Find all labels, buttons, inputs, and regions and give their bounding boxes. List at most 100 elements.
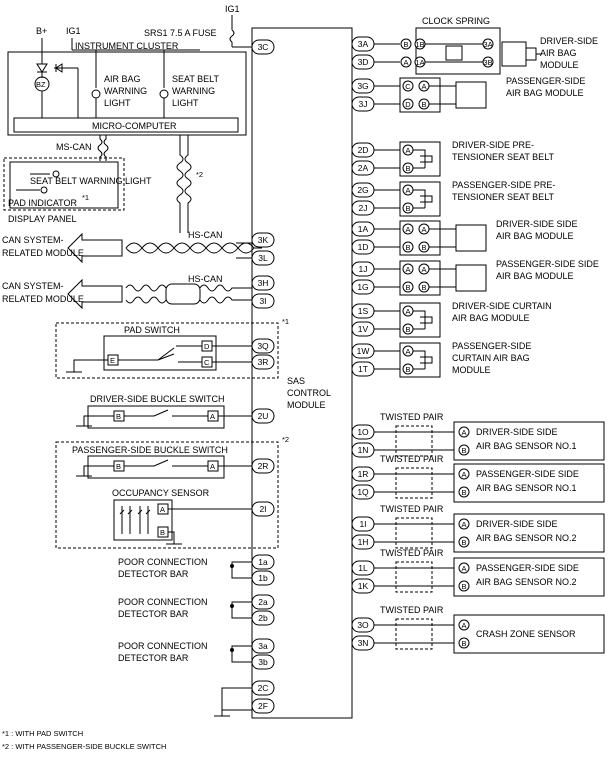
pin-label: 1I xyxy=(359,519,366,529)
footnote-1: *1 : WITH PAD SWITCH xyxy=(2,729,83,738)
module-name-1: SAS xyxy=(287,376,305,386)
pad-pin-e: E xyxy=(110,356,115,365)
pass-buckle-pin-a: A xyxy=(210,462,215,471)
pin-1I: 1I xyxy=(351,516,400,532)
ms-can-label: MS-CAN xyxy=(56,142,92,152)
airbag-light-line3: LIGHT xyxy=(104,98,131,108)
pin-3R: 3R xyxy=(251,354,275,370)
can-mod2-line1: CAN SYSTEM- xyxy=(2,281,64,291)
driver-airbag-label-1: AIR BAG xyxy=(540,48,577,58)
micro-computer-label: MICRO-COMPUTER xyxy=(92,121,177,131)
device-label-1: TENSIONER SEAT BELT xyxy=(452,192,555,202)
pin-label: 3D xyxy=(358,57,369,67)
pin-label: A xyxy=(405,186,410,195)
twisted-pair-label: TWISTED PAIR xyxy=(380,504,444,514)
pin-label: 1W xyxy=(357,346,370,356)
pin-label: A xyxy=(461,470,466,479)
pin-label: B xyxy=(405,243,410,252)
pin-3H: 3H xyxy=(251,275,275,291)
pin-label: B xyxy=(405,164,410,173)
pin-label: 1G xyxy=(357,282,368,292)
poor-line2: DETECTOR BAR xyxy=(118,569,189,579)
bz-label: BZ xyxy=(36,80,46,89)
pin-2C: 2C xyxy=(251,680,275,696)
airbag-warning-light-icon xyxy=(91,89,101,99)
display-seatbelt-light: SEAT BELT WARNING LIGHT xyxy=(30,176,152,186)
poor-line2: DETECTOR BAR xyxy=(118,609,189,619)
pin-label: A xyxy=(461,621,466,630)
twisted-pair-label: TWISTED PAIR xyxy=(380,605,444,615)
pin-label: 1D xyxy=(358,242,369,252)
pin-label: 3A xyxy=(483,40,492,49)
seatbelt-light-line2: WARNING xyxy=(172,86,215,96)
occupancy-sensor-box xyxy=(113,499,173,541)
pin-label: 3Q xyxy=(257,341,269,351)
pin-label: 2A xyxy=(358,163,369,173)
pin-2a: 2a xyxy=(251,594,275,610)
pass-buckle-pin-b: B xyxy=(116,462,121,471)
pin-3G: 3G xyxy=(351,78,400,94)
pin-label: 2F xyxy=(258,701,268,711)
pin-3b: 3b xyxy=(251,654,275,670)
pin-3N: 3N xyxy=(351,635,400,651)
pin-1W: 1W xyxy=(351,343,400,359)
poor-connection-bar-1: POOR CONNECTION DETECTOR BAR xyxy=(118,597,252,619)
sensor-label-1: AIR BAG SENSOR NO.1 xyxy=(476,483,577,493)
pin-label: A xyxy=(421,225,426,234)
ig1-top-label: IG1 xyxy=(225,4,240,14)
pin-1G: 1G xyxy=(351,279,400,295)
occupancy-pin-a: A xyxy=(160,505,165,514)
pin-label: A xyxy=(461,520,466,529)
device-label-0: DRIVER-SIDE PRE- xyxy=(452,140,534,150)
hs-can-2-label: HS-CAN xyxy=(188,274,223,284)
can-mod1-line1: CAN SYSTEM- xyxy=(2,235,64,245)
pin-3A: 3A xyxy=(351,36,400,52)
pin-1S: 1S xyxy=(351,303,400,319)
poor-line1: POOR CONNECTION xyxy=(118,641,208,651)
poor-line1: POOR CONNECTION xyxy=(118,597,208,607)
pin-1b: 1b xyxy=(251,570,275,586)
device-label-1: AIR BAG MODULE xyxy=(496,271,574,281)
pin-label: 2C xyxy=(258,683,269,693)
pin-label: 1b xyxy=(258,573,268,583)
pad-switch-ref: *1 xyxy=(282,317,289,326)
device-label-1: CURTAIN AIR BAG xyxy=(452,353,530,363)
pin-label: B xyxy=(421,283,426,292)
pin-2R: 2R xyxy=(251,458,275,474)
driver-airbag-label-2: MODULE xyxy=(540,60,579,70)
pin-label: 1B xyxy=(415,40,424,49)
pin-3a: 3a xyxy=(251,638,275,654)
pin-label: 2J xyxy=(359,203,368,213)
can-mod1-line2: RELATED MODULE xyxy=(2,248,84,258)
pin-label: 3A xyxy=(358,39,369,49)
can-mod2-line2: RELATED MODULE xyxy=(2,294,84,304)
pad-switch-title: PAD SWITCH xyxy=(124,325,180,335)
sensor-label-1: AIR BAG SENSOR NO.2 xyxy=(476,533,577,543)
pin-2A: 2A xyxy=(351,160,400,176)
pin-label: 3R xyxy=(258,357,269,367)
pin-label: 3B xyxy=(483,58,492,67)
pin-label: 1R xyxy=(358,469,369,479)
pin-label: 3L xyxy=(258,253,268,263)
pin-1H: 1H xyxy=(351,534,400,550)
display-seatbelt-ref: *2 xyxy=(196,170,203,179)
pin-label: 3K xyxy=(258,235,269,245)
pin-label: 1L xyxy=(358,563,368,573)
pin-label: B xyxy=(421,243,426,252)
pin-label: B xyxy=(405,204,410,213)
driver-buckle-pin-a: A xyxy=(210,412,215,421)
pin-1Q: 1Q xyxy=(351,484,400,500)
pin-label: 1O xyxy=(357,427,369,437)
poor-line1: POOR CONNECTION xyxy=(118,557,208,567)
device-label-0: DRIVER-SIDE CURTAIN xyxy=(452,301,552,311)
pin-label: B xyxy=(461,446,466,455)
pin-3J: 3J xyxy=(351,96,400,112)
pin-label: B xyxy=(421,100,426,109)
cluster-title: INSTRUMENT CLUSTER xyxy=(75,41,179,51)
pin-label: 3J xyxy=(359,99,368,109)
